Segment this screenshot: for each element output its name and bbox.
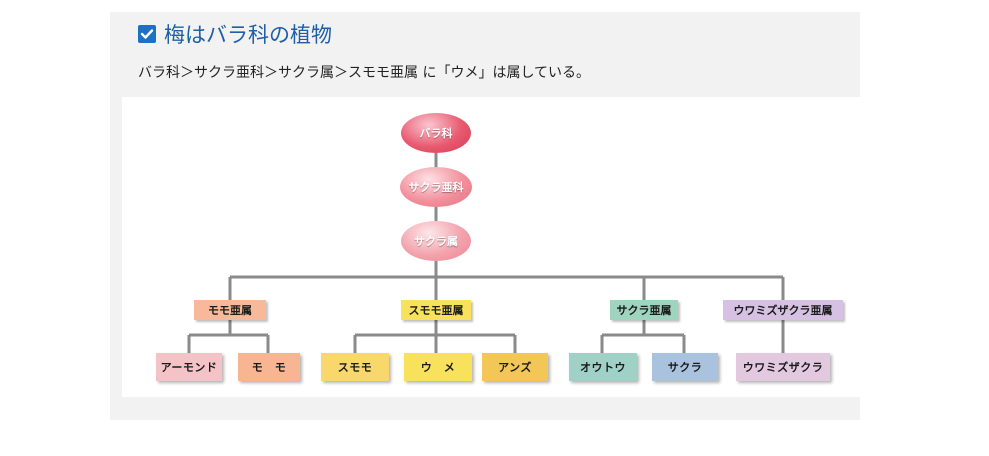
genus-label: サクラ属 [414,235,458,248]
species-outou: オウトウ [569,353,637,381]
species-label: アンズ [498,361,532,374]
species-anzu: アンズ [482,353,548,381]
subgenus-sumomo: スモモ亜属 [401,300,471,320]
subgenus-label: サクラ亜属 [616,304,672,317]
species-label: オウトウ [580,361,626,374]
species-label: ウワミズザクラ [742,361,824,374]
genus-node: サクラ属 [401,221,471,261]
subgenus-label: スモモ亜属 [408,304,464,317]
section-header: 梅はバラ科の植物 [138,19,332,49]
species-ume: ウ メ [404,353,472,381]
species-label: ウ メ [420,361,456,374]
family-node: バラ科 [401,113,471,153]
classification-sentence: バラ科＞サクラ亜科＞サクラ属＞スモモ亜属 に「ウメ」は属している。 [138,65,591,81]
species-label: サクラ [667,361,703,374]
species-label: モ モ [251,361,287,374]
species-sakura: サクラ [652,353,718,381]
subfamily-label: サクラ亜科 [408,181,464,194]
subgenus-sakura: サクラ亜属 [610,300,678,320]
subgenus-label: ウワミズザクラ亜属 [733,304,833,317]
species-momo: モ モ [238,353,300,381]
species-label: スモモ [337,361,373,374]
subgenus-momo: モモ亜属 [194,300,266,320]
subgenus-label: モモ亜属 [208,304,252,317]
page-title: 梅はバラ科の植物 [164,23,332,47]
species-label: アーモンド [160,361,218,374]
species-uwamizuzakura: ウワミズザクラ [736,353,830,381]
subgenus-uwamizu: ウワミズザクラ亜属 [723,300,843,320]
species-almond: アーモンド [156,353,222,381]
subfamily-node: サクラ亜科 [400,167,472,207]
family-label: バラ科 [419,127,453,140]
connector-lines [187,153,785,353]
taxonomy-diagram: バラ科 サクラ亜科 サクラ属 モモ亜属 スモモ亜属 サクラ亜属 ウワミズザクラ亜… [122,97,860,397]
species-sumomo: スモモ [321,353,389,381]
checkbox-icon [138,25,156,43]
